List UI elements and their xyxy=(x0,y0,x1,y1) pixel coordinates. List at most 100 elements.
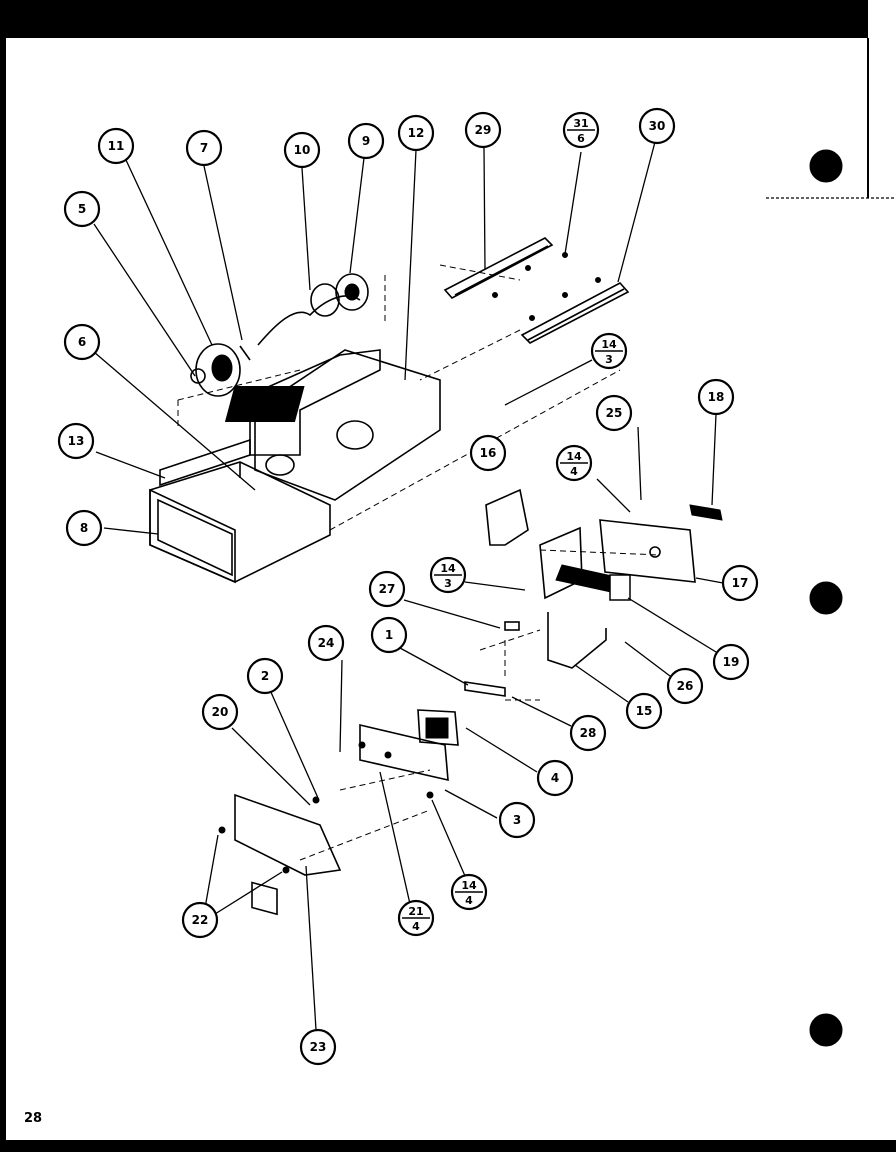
callout-circle xyxy=(368,570,406,608)
sheet-paper xyxy=(6,38,868,1148)
callout-label: 22 xyxy=(192,913,209,927)
callout-circle xyxy=(299,1028,337,1066)
callout-circle xyxy=(569,714,607,752)
callout-c18: 18 xyxy=(697,378,735,416)
callout-c5: 5 xyxy=(63,190,101,228)
callout-c19: 19 xyxy=(712,643,750,681)
callout-label: 19 xyxy=(723,655,740,669)
callout-label: 23 xyxy=(310,1040,327,1054)
callout-c12: 12 xyxy=(397,114,435,152)
callout-circle xyxy=(638,107,676,145)
callout-circle xyxy=(464,111,502,149)
rails xyxy=(443,237,630,344)
callout-circle xyxy=(307,624,345,662)
dispenser-components xyxy=(218,681,506,916)
callout-label: 5 xyxy=(78,202,86,216)
callout-label: 15 xyxy=(636,704,653,718)
callout-circle xyxy=(536,759,574,797)
callout-circle xyxy=(63,323,101,361)
callout-circle xyxy=(283,131,321,169)
callout-circle xyxy=(498,801,536,839)
callout-c13: 13 xyxy=(57,422,95,460)
callout-circle xyxy=(57,422,95,460)
callout-label: 3 xyxy=(513,813,521,827)
callout-c7: 7 xyxy=(185,129,223,167)
callout-label: 24 xyxy=(318,636,335,650)
auger-motor xyxy=(190,273,369,397)
callout-label: 28 xyxy=(580,726,597,740)
callout-label-bottom: 4 xyxy=(412,920,420,933)
callout-c20: 20 xyxy=(201,693,239,731)
callout-c30: 30 xyxy=(638,107,676,145)
callout-label-bottom: 6 xyxy=(577,132,585,145)
binder-hole xyxy=(809,581,843,615)
callout-c28: 28 xyxy=(569,714,607,752)
callout-label: 7 xyxy=(200,141,208,155)
callout-c14-4b: 144 xyxy=(450,873,488,911)
callout-circle xyxy=(666,667,704,705)
callout-circle xyxy=(397,114,435,152)
callout-label: 9 xyxy=(362,134,370,148)
callout-label: 30 xyxy=(649,119,666,133)
callout-c15: 15 xyxy=(625,692,663,730)
leader-lines xyxy=(93,141,724,1031)
callout-label: 13 xyxy=(68,434,85,448)
binder-hole xyxy=(809,1013,843,1047)
callout-circle xyxy=(97,127,135,165)
callout-c8: 8 xyxy=(65,509,103,547)
callout-circle xyxy=(721,564,759,602)
callout-label: 29 xyxy=(475,123,492,137)
callout-c16: 16 xyxy=(469,434,507,472)
callout-c10: 10 xyxy=(283,131,321,169)
binder-hole xyxy=(809,149,843,183)
callout-c29: 29 xyxy=(464,111,502,149)
callout-label-top: 14 xyxy=(461,879,477,892)
callout-label: 26 xyxy=(677,679,694,693)
callout-c14-3b: 143 xyxy=(429,556,467,594)
auger-bucket xyxy=(224,349,441,501)
callout-circle xyxy=(201,693,239,731)
callout-c24: 24 xyxy=(307,624,345,662)
callout-label-top: 31 xyxy=(573,117,588,130)
callout-c6: 6 xyxy=(63,323,101,361)
callout-circle xyxy=(370,616,408,654)
callout-circle xyxy=(595,394,633,432)
callout-c22: 22 xyxy=(181,901,219,939)
callout-circle xyxy=(625,692,663,730)
page-number: 28 xyxy=(24,1111,42,1126)
callout-label: 2 xyxy=(261,669,269,683)
ice-bin-housing xyxy=(149,349,381,584)
callout-label: 6 xyxy=(78,335,86,349)
callout-label: 18 xyxy=(708,390,725,404)
callout-c3: 3 xyxy=(498,801,536,839)
callout-label: 11 xyxy=(108,139,125,153)
callout-c14-3a: 143 xyxy=(590,332,628,370)
callout-circle xyxy=(697,378,735,416)
callout-label-top: 14 xyxy=(566,450,582,463)
callout-circle xyxy=(469,434,507,472)
callout-circle xyxy=(246,657,284,695)
callout-label: 27 xyxy=(379,582,396,596)
callout-circle xyxy=(63,190,101,228)
callout-label: 12 xyxy=(408,126,425,140)
callout-label: 8 xyxy=(80,521,88,535)
callout-c23: 23 xyxy=(299,1028,337,1066)
callout-circle xyxy=(347,122,385,160)
callout-c2: 2 xyxy=(246,657,284,695)
callout-label: 10 xyxy=(294,143,311,157)
callout-label: 4 xyxy=(551,771,559,785)
callout-label-bottom: 4 xyxy=(570,465,578,478)
callout-c11: 11 xyxy=(97,127,135,165)
callout-c21-4: 214 xyxy=(397,899,435,937)
callout-label: 16 xyxy=(480,446,497,460)
callout-c26: 26 xyxy=(666,667,704,705)
callout-c4: 4 xyxy=(536,759,574,797)
callout-circle xyxy=(712,643,750,681)
ice-maker-assembly xyxy=(485,488,723,669)
callout-c14-4a: 144 xyxy=(555,444,593,482)
callout-label-top: 14 xyxy=(601,338,617,351)
callout-c17: 17 xyxy=(721,564,759,602)
callout-label: 1 xyxy=(385,628,393,642)
